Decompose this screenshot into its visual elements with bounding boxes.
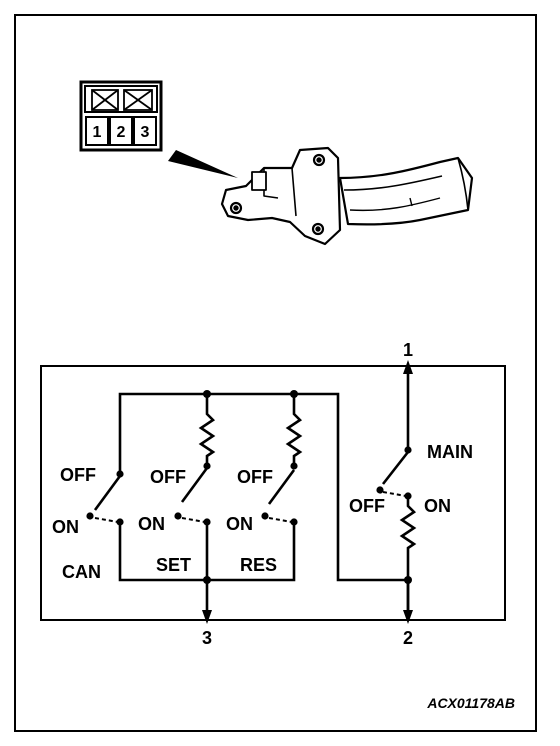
set-on-label: ON — [138, 514, 165, 534]
res-switch-name: RES — [240, 555, 277, 575]
switch-on-paths — [94, 491, 407, 523]
view-arrow-icon — [168, 150, 238, 178]
can-switch-name: CAN — [62, 562, 101, 582]
set-switch-name: SET — [156, 555, 191, 575]
set-switch-blade — [180, 467, 209, 503]
terminal-1-label: 1 — [403, 340, 413, 360]
set-off-label: OFF — [150, 467, 186, 487]
column-switch-lever-icon — [220, 146, 474, 246]
circuit-box — [40, 365, 506, 621]
terminal-3-label: 3 — [202, 628, 212, 648]
terminal-arrows — [202, 360, 413, 624]
main-on-label: ON — [424, 496, 451, 516]
connector-pin-1: 1 — [93, 124, 102, 141]
connector-pin-2: 2 — [117, 124, 126, 141]
res-off-label: OFF — [237, 467, 273, 487]
main-off-label: OFF — [349, 496, 385, 516]
res-switch-blade — [267, 469, 296, 505]
circuit-wiring — [118, 366, 417, 618]
connector-pin-3: 3 — [141, 124, 150, 141]
can-on-label: ON — [52, 517, 79, 537]
terminal-3-arrow-icon — [202, 610, 212, 624]
can-switch-blade — [93, 475, 122, 511]
terminal-2-arrow-icon — [403, 610, 413, 624]
res-on-label: ON — [226, 514, 253, 534]
connector-face — [79, 80, 163, 152]
terminal-1-arrow-icon — [403, 360, 413, 374]
figure-frame — [14, 14, 537, 732]
terminal-2-label: 2 — [403, 628, 413, 648]
main-switch-blade — [381, 451, 410, 485]
main-switch-name: MAIN — [427, 442, 473, 462]
contact-points — [86, 390, 412, 584]
figure-code: ACX01178AB — [426, 695, 515, 711]
switch-blades — [93, 451, 410, 511]
can-off-label: OFF — [60, 465, 96, 485]
